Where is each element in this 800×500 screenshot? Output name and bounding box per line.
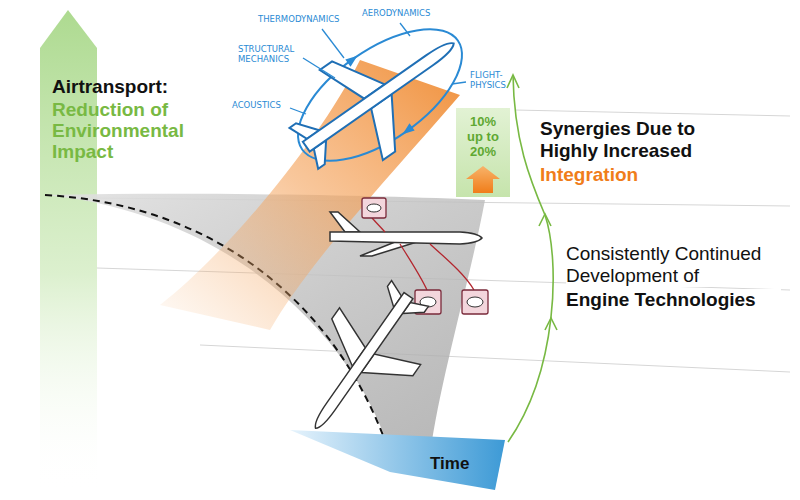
plane-fuselage <box>311 293 413 432</box>
legacy-plane <box>275 265 451 457</box>
caption-text: Consistently Continued Development of <box>566 243 771 287</box>
loop-arrowhead <box>345 53 360 67</box>
grid-line <box>515 110 790 116</box>
loop-arrowhead <box>400 123 415 137</box>
arc-arrowhead <box>539 214 551 226</box>
time-band-shape <box>290 430 505 492</box>
gain-arrow-shape <box>456 165 510 193</box>
gain-value: 10% up to 20% <box>464 114 502 159</box>
leader-line <box>290 108 306 114</box>
discipline-label: STRUCTURAL MECHANICS <box>238 44 300 64</box>
gain-bar: 10% up to 20% <box>456 108 510 197</box>
engine-symbol <box>367 204 381 212</box>
leader-line <box>452 82 466 84</box>
heading-text: Airtransport: <box>52 76 168 98</box>
discipline-label: FLIGHT-PHYSICS <box>470 70 512 90</box>
discipline-label: AERODYNAMICS <box>362 8 430 18</box>
leader-line <box>303 58 335 78</box>
engine-symbol <box>467 297 483 307</box>
engine-link <box>400 244 427 290</box>
engine-icon <box>462 290 488 314</box>
plane-tail <box>330 212 360 232</box>
plane-fuselage <box>303 38 457 151</box>
discipline-label: ACOUSTICS <box>232 100 281 110</box>
discipline-loop <box>276 4 483 187</box>
caption-text: Integration <box>540 164 638 186</box>
axis-label: Time <box>430 454 469 474</box>
arc-arrowhead <box>545 318 557 330</box>
arc-arrowhead <box>507 75 519 88</box>
grid-line <box>200 345 790 372</box>
engine-link <box>372 218 385 232</box>
discipline-leaders <box>290 23 466 114</box>
time-band <box>290 430 505 492</box>
engine-icon <box>362 198 386 218</box>
up-arrow <box>466 166 500 193</box>
discipline-label: THERMODYNAMICS <box>258 14 340 24</box>
caption-text: Synergies Due to Highly Increased <box>540 118 745 162</box>
plane-fuselage <box>330 232 482 244</box>
engine-link <box>430 244 474 290</box>
leader-line <box>322 29 344 58</box>
gain-arrow <box>456 165 510 193</box>
time-band-fill <box>290 430 505 490</box>
caption-text: Engine Technologies <box>566 289 781 311</box>
leader-line <box>400 23 410 36</box>
heading-text: Reduction of Environmental Impact <box>52 99 197 162</box>
time-axis: Time <box>290 430 505 492</box>
